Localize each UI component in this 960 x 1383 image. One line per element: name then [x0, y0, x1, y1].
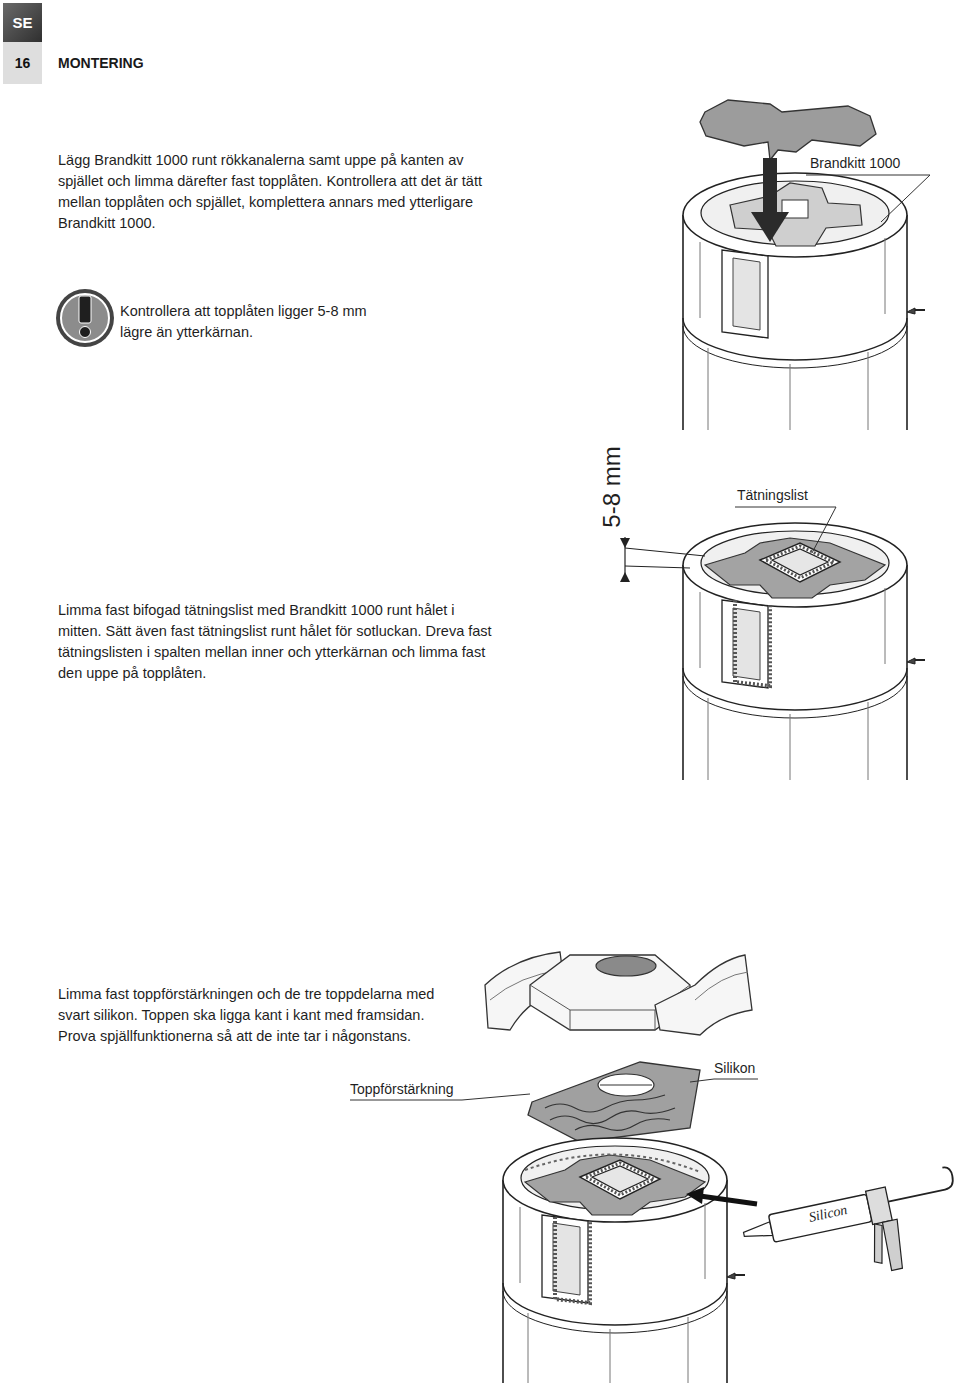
part-label: Tätningslist	[737, 487, 808, 504]
instruction-text: Limma fast bifogad tätningslist med Bran…	[58, 600, 498, 684]
instruction-text: Lägg Brandkitt 1000 runt rökkanalerna sa…	[58, 150, 506, 234]
tab-text: SE	[12, 14, 32, 31]
dimension-label: 5-8 mm	[598, 442, 626, 532]
page-number-box: 16	[3, 42, 42, 84]
instruction-text: Limma fast toppförstärkningen och de tre…	[58, 984, 458, 1047]
product-label: Silicon	[785, 1196, 871, 1230]
tab-text: 16	[15, 55, 31, 71]
part-label: Silikon	[714, 1060, 755, 1077]
section-title: MONTERING	[58, 55, 144, 72]
part-label: Brandkitt 1000	[810, 155, 900, 172]
warning-text: Kontrollera att topplåten ligger 5-8 mm …	[120, 301, 390, 343]
language-tab: SE	[3, 3, 42, 42]
part-label: Toppförstärkning	[350, 1081, 454, 1098]
